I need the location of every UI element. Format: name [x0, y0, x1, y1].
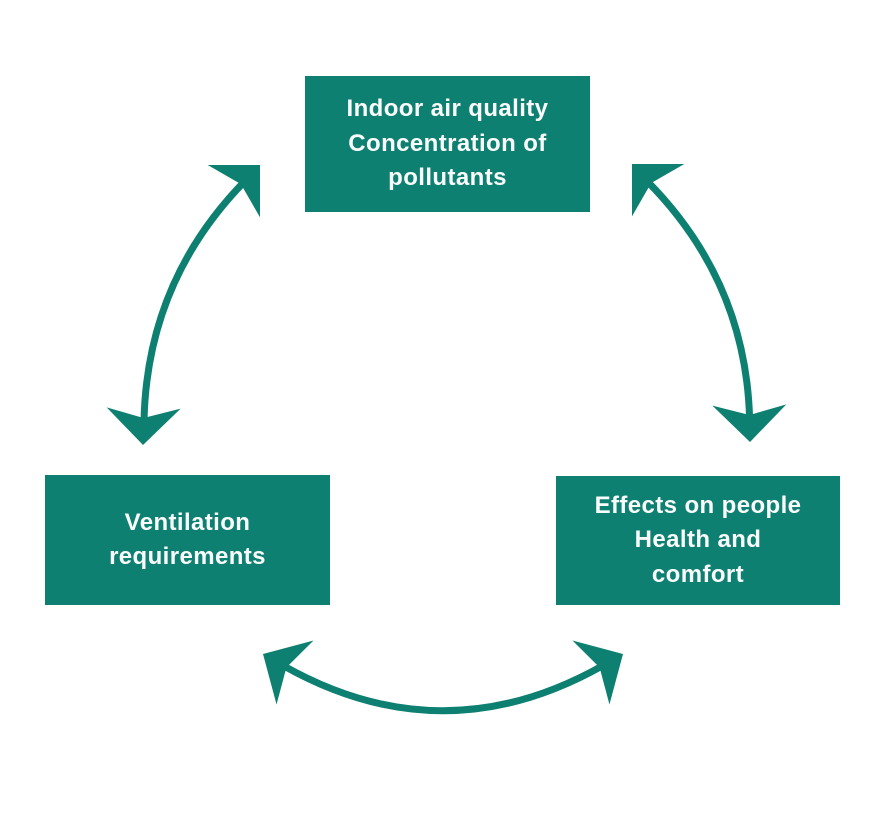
node-effects-on-people: Effects on people Health and comfort: [556, 476, 840, 605]
arrowhead-left-to-ventilation: [263, 640, 314, 705]
arrowhead-up-to-indoor-right: [632, 164, 685, 217]
arrow-indoor-ventilation: [140, 178, 248, 422]
node-line: Concentration of: [348, 129, 547, 157]
node-line: comfort: [651, 560, 745, 588]
node-line: Health and: [634, 526, 762, 554]
node-line: pollutants: [388, 164, 507, 192]
arrowhead-down-to-ventilation: [106, 407, 181, 445]
node-indoor-air-quality: Indoor air quality Concentration of poll…: [305, 76, 590, 212]
node-line: Indoor air quality: [346, 95, 549, 123]
arrowhead-up-to-indoor-left: [207, 165, 260, 218]
arrow-indoor-effects: [644, 178, 754, 420]
node-line: Ventilation: [124, 508, 251, 536]
arrow-ventilation-effects: [281, 662, 605, 715]
node-ventilation-requirements: Ventilation requirements: [45, 475, 330, 605]
arrowhead-down-to-effects: [712, 404, 787, 442]
node-line: requirements: [109, 543, 266, 570]
arrowhead-right-to-effects: [572, 640, 623, 705]
node-line: Effects on people: [594, 491, 802, 519]
